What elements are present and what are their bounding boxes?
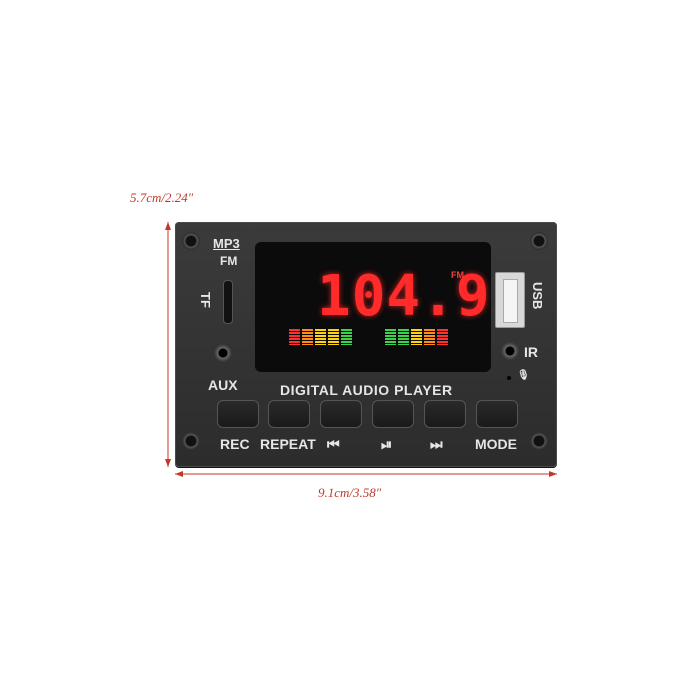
fm-indicator: FM — [451, 270, 464, 280]
previous-button[interactable] — [320, 400, 362, 428]
screw-top-right-icon — [530, 232, 548, 250]
rec-button-label: REC — [220, 436, 250, 452]
play-pause-button[interactable] — [372, 400, 414, 428]
level-right-bar — [411, 329, 422, 345]
repeat-button[interactable] — [268, 400, 310, 428]
level-right-bar — [398, 329, 409, 345]
aux-label: AUX — [208, 377, 238, 393]
audio-player-module: MP3 FM TF AUX 104.9 FM USB IR 🎙 DIGITAL … — [175, 222, 557, 467]
led-display: 104.9 FM — [255, 242, 491, 372]
ir-label: IR — [524, 344, 538, 360]
next-button[interactable] — [424, 400, 466, 428]
usb-label: USB — [530, 282, 545, 310]
fm-label: FM — [220, 254, 238, 268]
tf-label: TF — [198, 292, 213, 308]
height-dimension-label: 5.7cm/2.24″ — [130, 190, 194, 205]
aux-jack[interactable] — [212, 342, 234, 364]
repeat-button-label: REPEAT — [260, 436, 316, 452]
width-dimension-label: 9.1cm/3.58″ — [318, 485, 382, 500]
level-left-bar — [289, 329, 300, 345]
play-pause-button-label: ⏯ — [381, 436, 393, 452]
device-title: DIGITAL AUDIO PLAYER — [280, 382, 453, 398]
mic-icon: 🎙 — [517, 370, 530, 381]
previous-button-label: ⏮ — [327, 436, 340, 452]
frequency-readout: 104.9 — [317, 264, 491, 329]
level-left-bar — [341, 329, 352, 345]
rec-button[interactable] — [217, 400, 259, 428]
next-button-label: ⏭ — [430, 436, 443, 452]
screw-bottom-right-icon — [530, 432, 548, 450]
level-left-bar — [315, 329, 326, 345]
level-left-bar — [328, 329, 339, 345]
level-right-bar — [437, 329, 448, 345]
level-right-bar — [385, 329, 396, 345]
screw-top-left-icon — [182, 232, 200, 250]
usb-port[interactable] — [495, 272, 525, 328]
ir-receiver — [501, 342, 519, 360]
mode-button-label: MODE — [475, 436, 517, 452]
screw-bottom-left-icon — [182, 432, 200, 450]
tf-card-slot[interactable] — [223, 280, 233, 324]
mp3-label: MP3 — [213, 236, 240, 251]
level-right-bar — [424, 329, 435, 345]
mic-hole — [507, 376, 511, 380]
mode-button[interactable] — [476, 400, 518, 428]
level-left-bar — [302, 329, 313, 345]
